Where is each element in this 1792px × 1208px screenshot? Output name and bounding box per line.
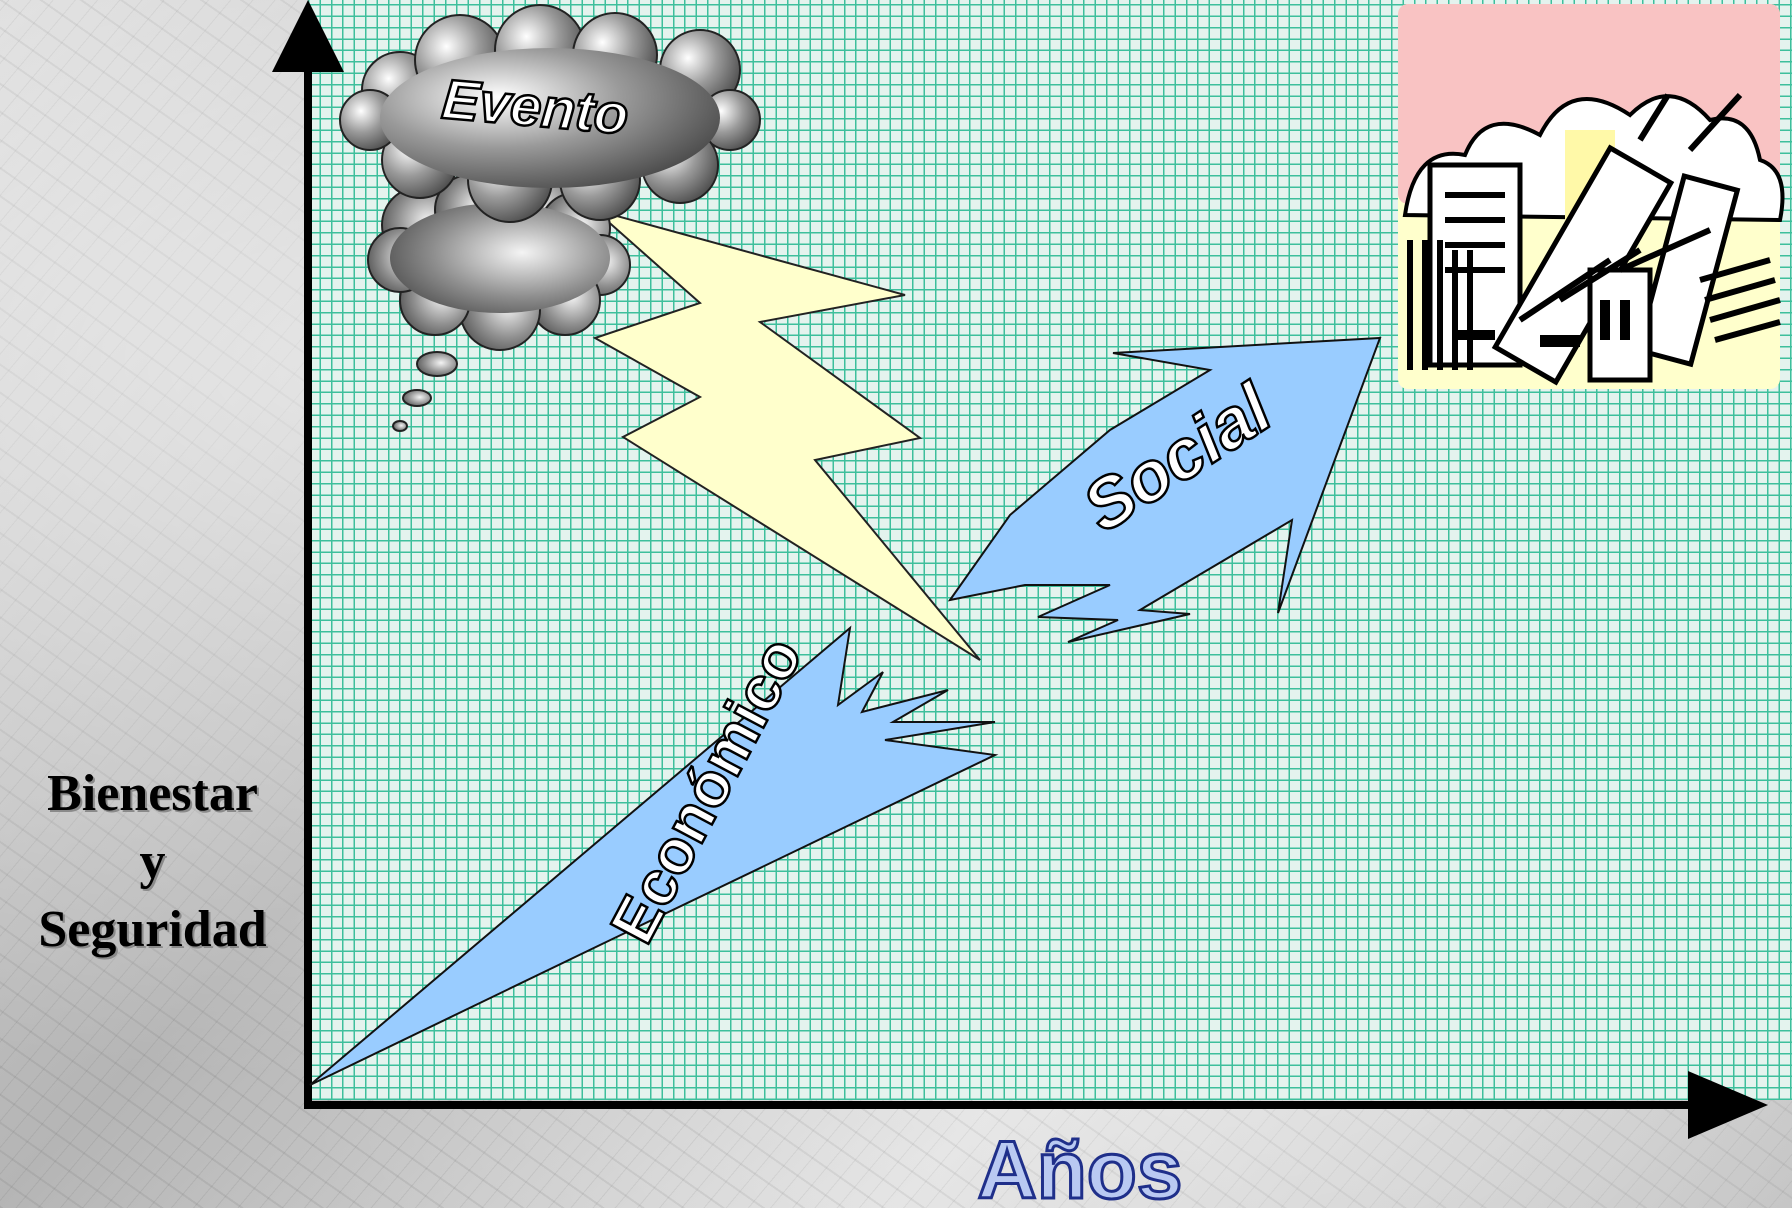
- y-axis-arrowhead: [272, 0, 344, 72]
- thought-bubble-large: [417, 352, 457, 376]
- x-axis-label: Años: [978, 1125, 1183, 1208]
- thought-bubble-medium: [403, 390, 431, 406]
- lightning-bolt: [595, 210, 980, 660]
- x-axis-arrowhead: [1688, 1071, 1768, 1139]
- thought-bubbles: [393, 352, 457, 431]
- thought-bubble-small: [393, 421, 407, 431]
- city-skyline-icon: [1398, 4, 1783, 389]
